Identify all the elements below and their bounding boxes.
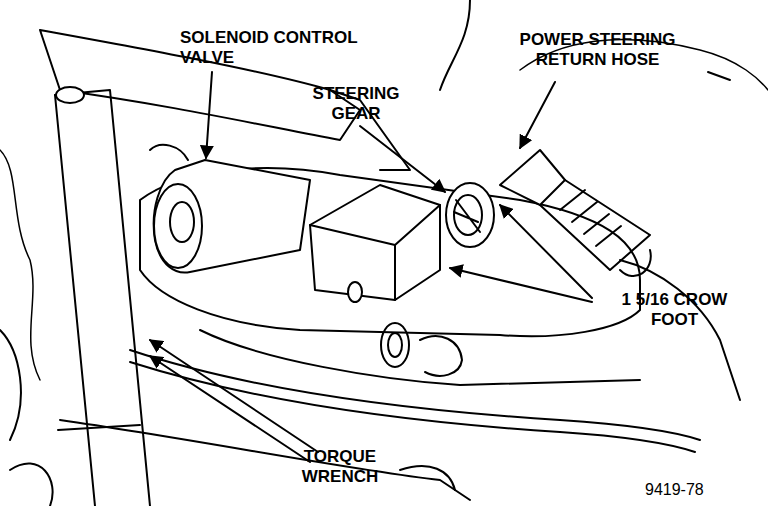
- tool-label: TORQUE WRENCH: [280, 447, 400, 487]
- part-label: SOLENOID CONTROL VALVE: [180, 28, 390, 68]
- part-label: STEERING GEAR: [300, 84, 412, 124]
- figure-number: 9419-78: [645, 480, 735, 500]
- part-label: POWER STEERING RETURN HOSE: [505, 30, 690, 70]
- tool-label: 1 5/16 CROW FOOT: [597, 290, 752, 330]
